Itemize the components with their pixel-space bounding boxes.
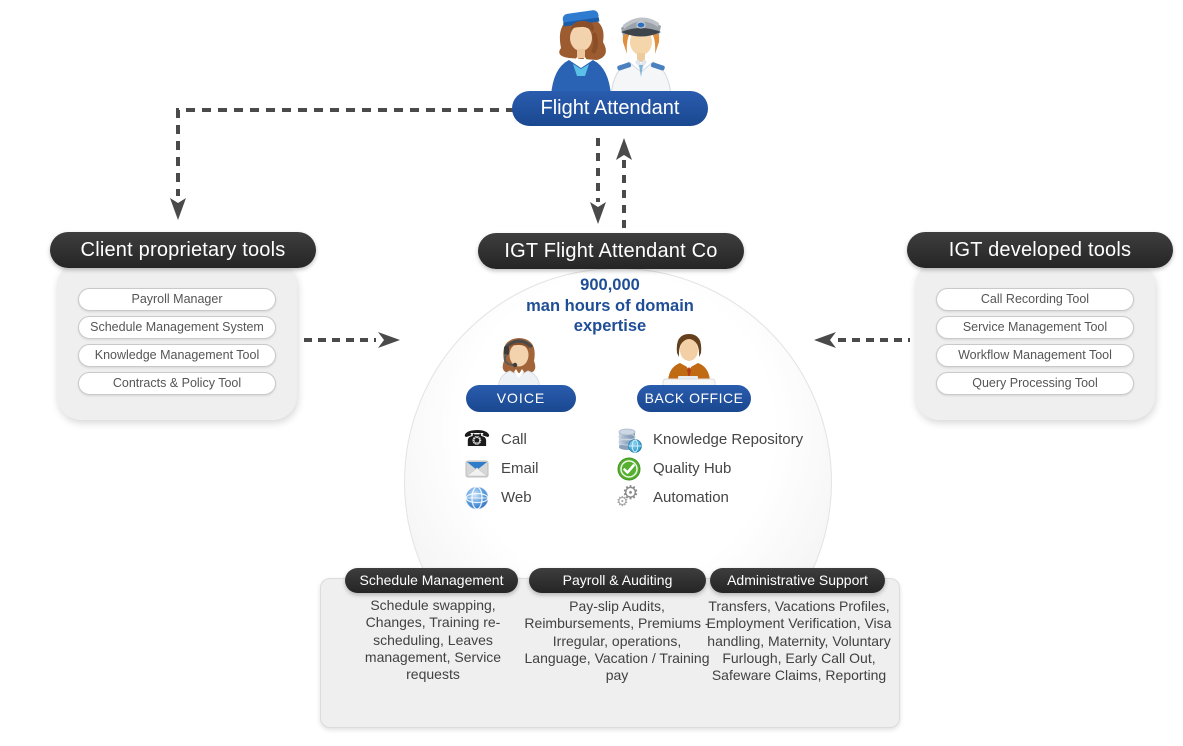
channel-row-call: ☎ Call — [463, 425, 539, 454]
tool-pill: Payroll Manager — [78, 288, 276, 311]
arrow-flight-attendant-to-center-down — [590, 138, 606, 224]
channel-row-web: Web — [464, 483, 539, 512]
client-tools-panel: Payroll Manager Schedule Management Syst… — [57, 262, 297, 420]
igt-tools-title-text: IGT developed tools — [948, 239, 1132, 261]
flight-attendant-label: Flight Attendant — [512, 91, 708, 126]
tool-pill: Call Recording Tool — [936, 288, 1134, 311]
gear-icon: ⚙ — [622, 481, 640, 504]
back-office-label-text: BACK OFFICE — [644, 390, 744, 406]
schedule-management-title-text: Schedule Management — [359, 572, 504, 588]
voice-label-text: VOICE — [496, 390, 546, 406]
back-office-agent-illustration — [662, 334, 716, 388]
payroll-auditing-title-text: Payroll & Auditing — [562, 572, 673, 588]
function-label: Knowledge Repository — [653, 431, 804, 448]
administrative-support-title: Administrative Support — [710, 568, 885, 593]
voice-label: VOICE — [466, 385, 576, 412]
client-tools-title: Client proprietary tools — [50, 232, 316, 268]
flight-attendant-label-text: Flight Attendant — [540, 97, 680, 119]
tool-pill: Knowledge Management Tool — [78, 344, 276, 367]
payroll-auditing-title: Payroll & Auditing — [529, 568, 706, 593]
voice-agent-illustration — [497, 338, 541, 388]
channel-label: Email — [501, 460, 539, 477]
administrative-support-text: Transfers, Vacations Profiles, Employmen… — [706, 598, 892, 684]
administrative-support-title-text: Administrative Support — [727, 572, 868, 588]
globe-icon — [464, 485, 490, 510]
schedule-management-text: Schedule swapping, Changes, Training re-… — [364, 597, 502, 683]
igt-tools-panel: Call Recording Tool Service Management T… — [915, 262, 1155, 420]
domain-expertise-stat: 900,000 man hours of domain expertise — [526, 276, 694, 336]
function-label: Automation — [653, 489, 729, 506]
channel-row-email: Email — [464, 454, 539, 483]
payroll-auditing-text: Pay-slip Audits, Reimbursements, Premium… — [524, 598, 710, 684]
igt-tools-title: IGT developed tools — [907, 232, 1173, 268]
tool-pill: Query Processing Tool — [936, 372, 1134, 395]
function-row-knowledge-repository: Knowledge Repository — [616, 425, 803, 454]
gears-icon: ⚙ ⚙ — [616, 481, 642, 511]
function-row-automation: ⚙ ⚙ Automation — [616, 483, 803, 512]
tool-pill: Contracts & Policy Tool — [78, 372, 276, 395]
flight-attendant-illustration — [551, 10, 672, 96]
function-row-quality-hub: Quality Hub — [616, 454, 803, 483]
back-office-function-list: Knowledge Repository Quality Hub ⚙ ⚙ Aut… — [616, 425, 803, 512]
email-icon — [464, 459, 490, 479]
center-title: IGT Flight Attendant Co — [478, 233, 744, 269]
arrow-flight-attendant-to-client-tools — [170, 108, 515, 220]
database-globe-icon — [616, 427, 642, 453]
voice-channel-list: ☎ Call Email — [463, 425, 539, 512]
schedule-management-title: Schedule Management — [345, 568, 518, 593]
quality-check-icon — [616, 457, 642, 481]
channel-label: Web — [501, 489, 532, 506]
phone-icon: ☎ — [463, 426, 491, 452]
center-title-text: IGT Flight Attendant Co — [504, 240, 718, 262]
tool-pill: Schedule Management System — [78, 316, 276, 339]
arrow-center-to-flight-attendant-up — [616, 138, 632, 228]
back-office-label: BACK OFFICE — [637, 385, 751, 412]
gear-icon: ⚙ — [616, 493, 629, 510]
arrow-client-tools-to-center — [304, 332, 400, 348]
arrow-igt-tools-to-center — [814, 332, 910, 348]
function-label: Quality Hub — [653, 460, 732, 477]
channel-label: Call — [501, 431, 527, 448]
client-tools-title-text: Client proprietary tools — [80, 239, 286, 261]
services-panel — [320, 578, 900, 728]
tool-pill: Service Management Tool — [936, 316, 1134, 339]
tool-pill: Workflow Management Tool — [936, 344, 1134, 367]
